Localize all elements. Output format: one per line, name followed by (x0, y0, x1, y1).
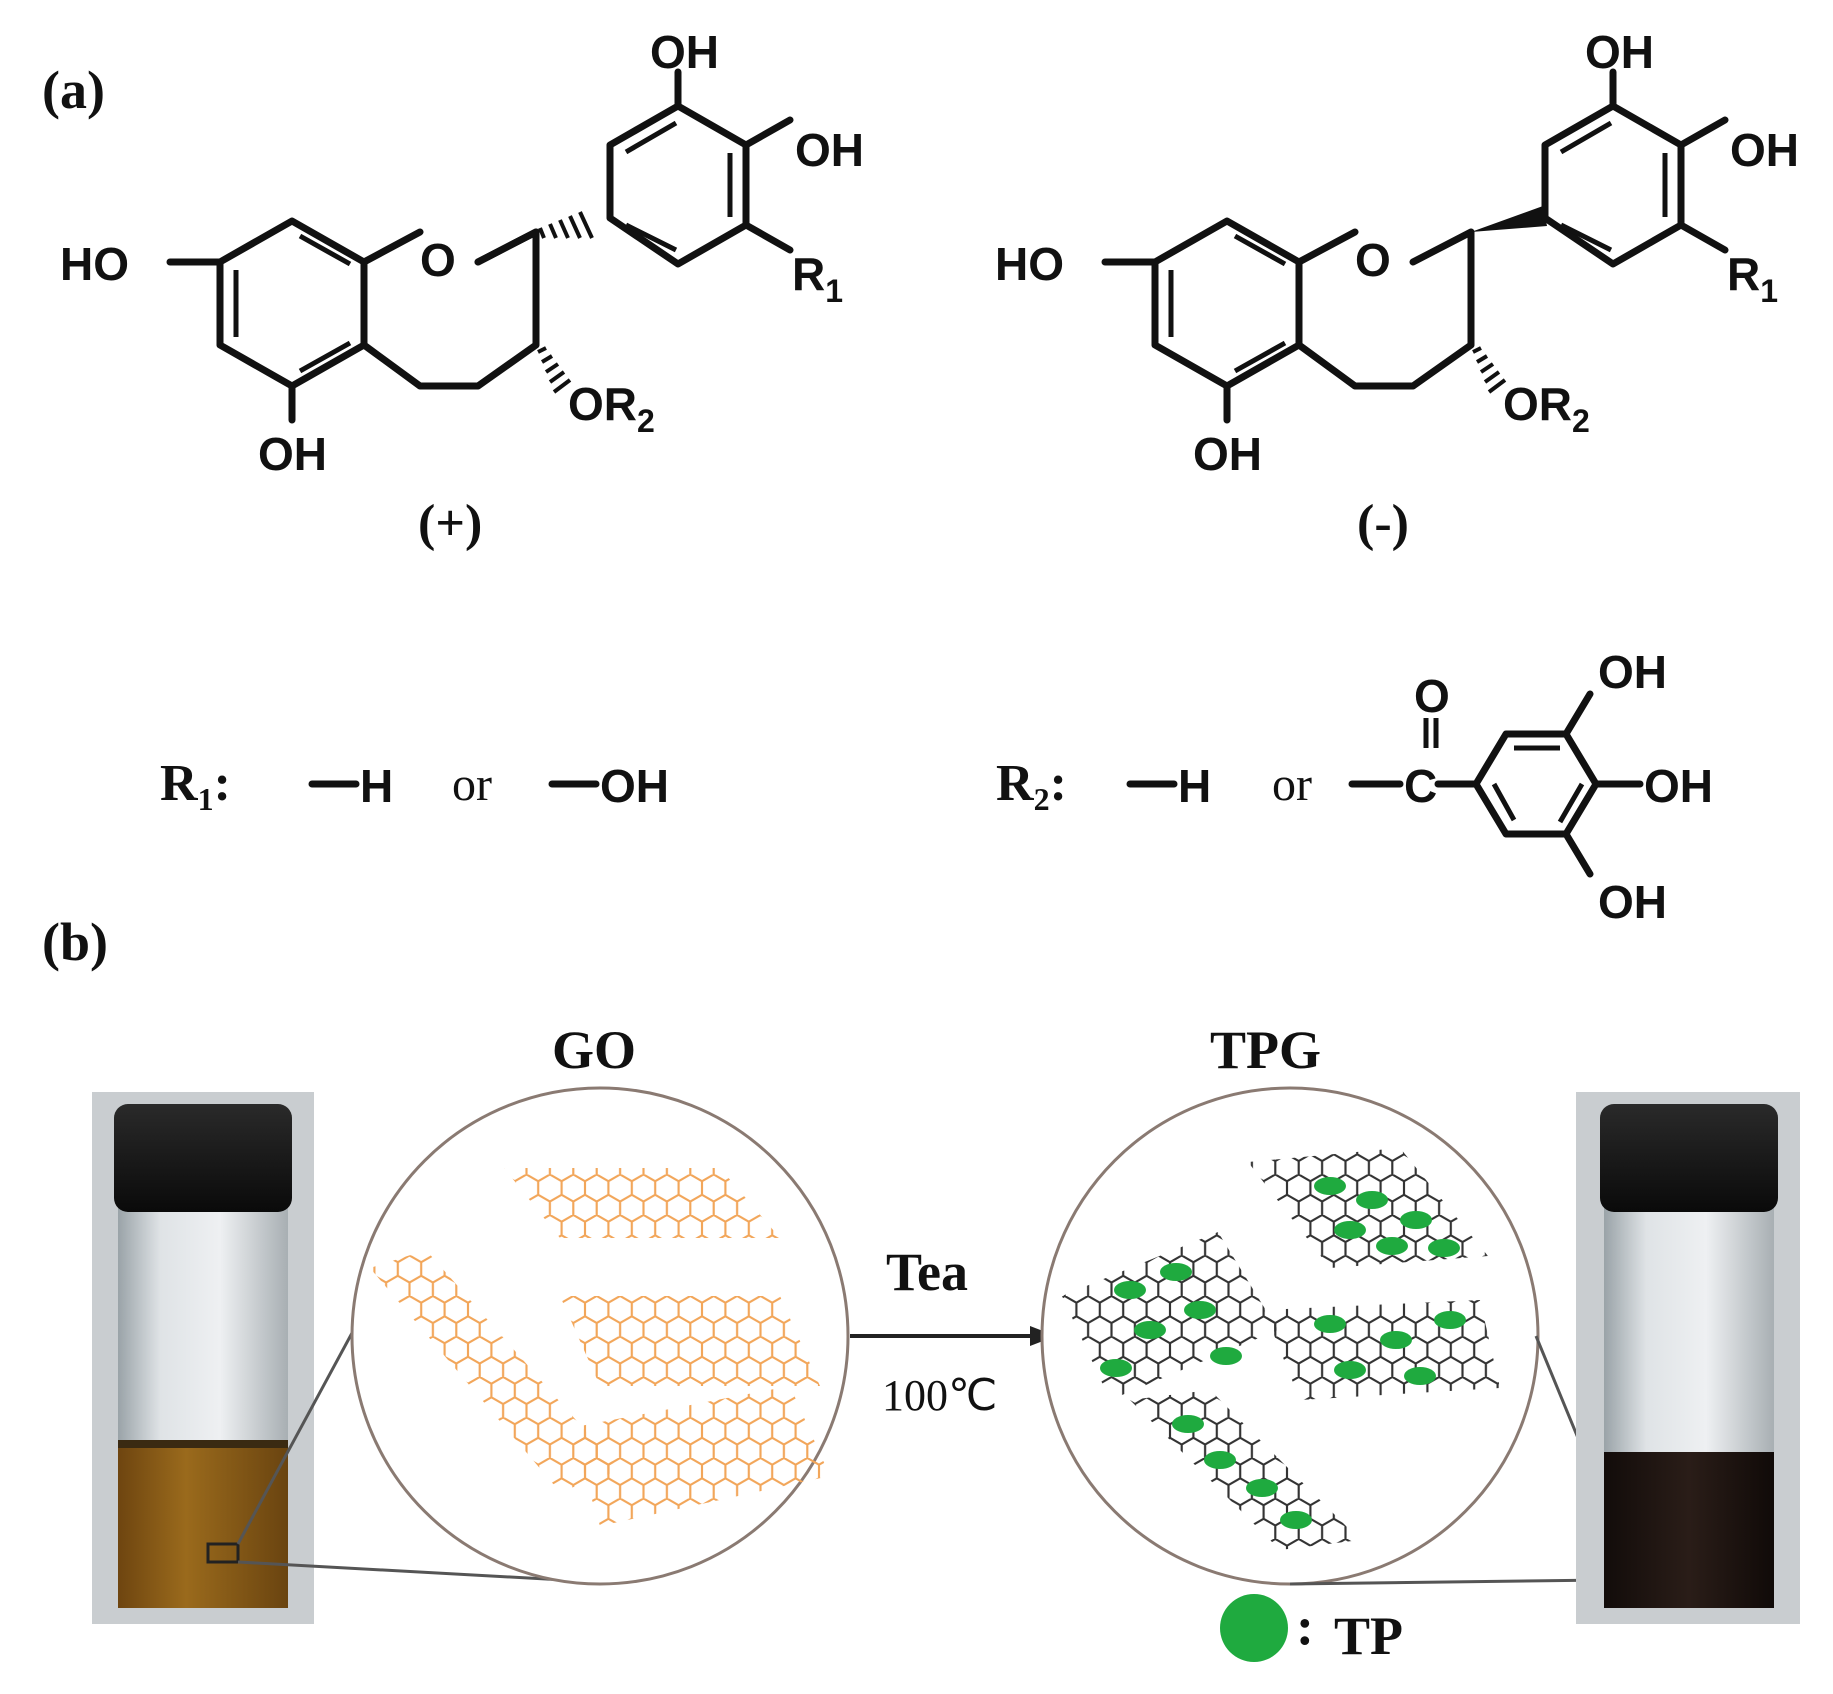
svg-text:R2:: R2: (996, 755, 1067, 817)
or2-subscript: 2 (637, 403, 655, 439)
go-liquid (118, 1444, 288, 1608)
panel-b-label: (b) (42, 912, 108, 972)
go-sheet (570, 1386, 830, 1526)
or2-substituent: OR2 (1503, 378, 1590, 439)
tpg-sheet (1062, 1232, 1278, 1400)
condition-label: 100℃ (882, 1371, 997, 1420)
go-sheet (560, 1296, 820, 1386)
r1-subscript: 1 (825, 273, 843, 309)
r1-option-h: H (360, 760, 393, 812)
or2-subscript: 2 (1572, 403, 1590, 439)
oh-bottom: OH (258, 428, 327, 480)
r2-carbon: C (1404, 760, 1437, 812)
reagent-label: Tea (886, 1242, 968, 1302)
r2-carbonyl-oxygen: O (1414, 670, 1450, 722)
molecule-plus: OH OH HO OH O R1 OR2 (+) (60, 26, 864, 552)
r1-option-oh: OH (600, 760, 669, 812)
r1-symbol-sub: 1 (198, 781, 214, 817)
oh-right: OH (1730, 124, 1799, 176)
ring-oxygen: O (420, 234, 456, 286)
panel-a-label: (a) (42, 60, 105, 120)
legend-label: TP (1334, 1606, 1403, 1666)
r2-symbol: R (996, 755, 1035, 812)
vial-cap (114, 1104, 292, 1212)
or2-letters: OR (1503, 378, 1572, 430)
r1-symbol: R (160, 755, 199, 812)
svg-text:R1:: R1: (160, 755, 231, 817)
vial-go (92, 1092, 314, 1624)
r1-substituent: R1 (792, 248, 843, 309)
tpg-zoom-circle (1040, 1086, 1540, 1586)
r1-or: or (452, 758, 492, 811)
r1-substituent: R1 (1727, 248, 1778, 309)
r1-subscript: 1 (1760, 273, 1778, 309)
stereo-label-plus: (+) (418, 495, 482, 552)
go-title: GO (552, 1020, 636, 1080)
vial-cap (1600, 1104, 1778, 1212)
oh-top: OH (1585, 26, 1654, 78)
ring-oxygen: O (1355, 234, 1391, 286)
r2-oh-mid: OH (1644, 760, 1713, 812)
r1-letter: R (792, 248, 825, 300)
tpg-title: TPG (1210, 1020, 1321, 1080)
vial-tpg (1576, 1092, 1800, 1624)
tp-legend-dot (1220, 1594, 1288, 1662)
r2-oh-bottom: OH (1598, 876, 1667, 928)
tpg-liquid (1604, 1452, 1774, 1608)
r1-colon: : (214, 755, 231, 812)
legend-colon: : (1296, 1596, 1314, 1656)
go-sheet (370, 1250, 620, 1492)
stereo-label-minus: (-) (1357, 495, 1409, 552)
oh-right: OH (795, 124, 864, 176)
go-zoom-circle (350, 1086, 850, 1586)
r2-option-h: H (1178, 760, 1211, 812)
or2-letters: OR (568, 378, 637, 430)
r1-letter: R (1727, 248, 1760, 300)
go-sheet (504, 1168, 780, 1238)
ho-left: HO (995, 238, 1064, 290)
legend: : TP (1220, 1594, 1403, 1666)
ho-left: HO (60, 238, 129, 290)
r2-oh-top: OH (1598, 646, 1667, 698)
oh-bottom: OH (1193, 428, 1262, 480)
or2-substituent: OR2 (568, 378, 655, 439)
zoom-region (206, 1542, 240, 1564)
r2-colon: : (1050, 755, 1067, 812)
tpg-sheet (1264, 1300, 1500, 1400)
r2-symbol-sub: 2 (1034, 781, 1050, 817)
molecule-minus: OH OH HO OH O R1 OR2 (-) (995, 26, 1799, 552)
r2-definition: R2: H or C O OH OH OH (996, 646, 1713, 928)
r1-definition: R1: H or OH (160, 755, 669, 817)
r2-or: or (1272, 758, 1312, 811)
oh-top: OH (650, 26, 719, 78)
tp-dots (1100, 1177, 1466, 1529)
